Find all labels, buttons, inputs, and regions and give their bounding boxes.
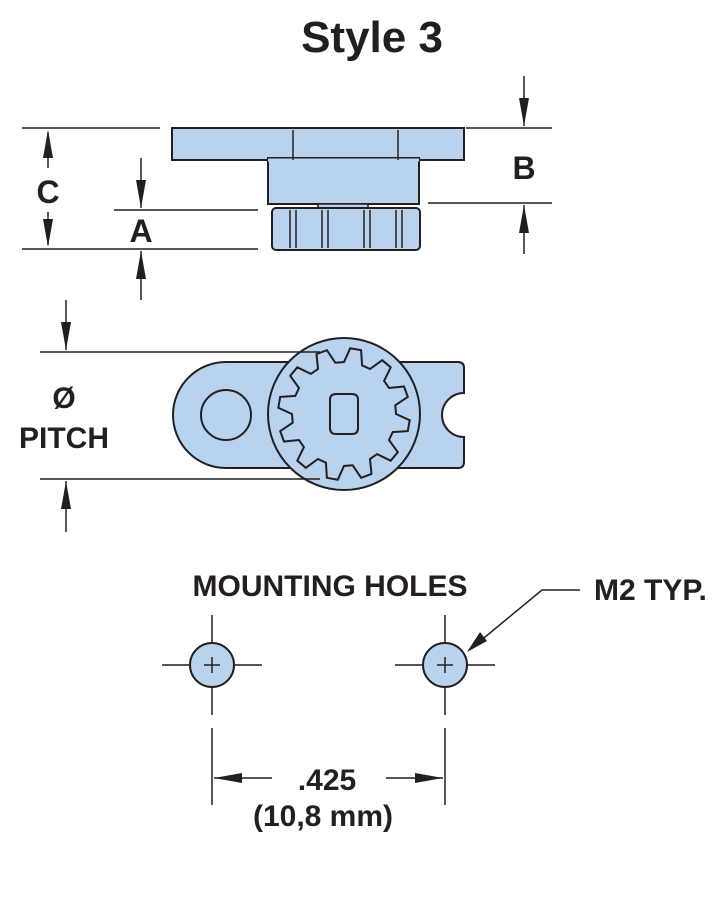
side-view-hub [267,157,420,205]
pitch-label: PITCH [19,422,109,455]
top-view-pivot-hole [200,389,252,441]
side-view: C A B [22,76,552,300]
dimension-a: A [114,158,258,300]
pitch-diameter-symbol: Ø [52,382,75,415]
side-view-gear [271,207,421,251]
hole-spacing-inches: .425 [298,764,356,797]
side-view-flange [171,127,465,161]
dimension-hole-spacing: .425 (10,8 mm) [211,728,446,833]
dimension-a-label: A [129,213,152,249]
m2-typ-callout: M2 TYP. [467,574,707,652]
m2-typ-label: M2 TYP. [594,574,707,607]
top-view-d-bore [329,393,359,435]
mounting-holes-view: MOUNTING HOLES M2 TYP. [162,570,707,833]
side-view-gear-teeth [289,210,403,248]
top-view: Ø PITCH [19,300,465,532]
hole-spacing-mm: (10,8 mm) [253,800,393,833]
dimension-c-label: C [36,174,59,210]
dimension-c: C [22,127,258,250]
dimension-pitch: Ø PITCH [19,300,320,532]
drawing-title: Style 3 [301,13,443,62]
mounting-holes-label: MOUNTING HOLES [193,570,468,603]
mounting-hole-right [395,615,495,715]
dimension-b: B [428,76,552,254]
mounting-hole-left [162,615,262,715]
dimension-b-label: B [512,150,535,186]
